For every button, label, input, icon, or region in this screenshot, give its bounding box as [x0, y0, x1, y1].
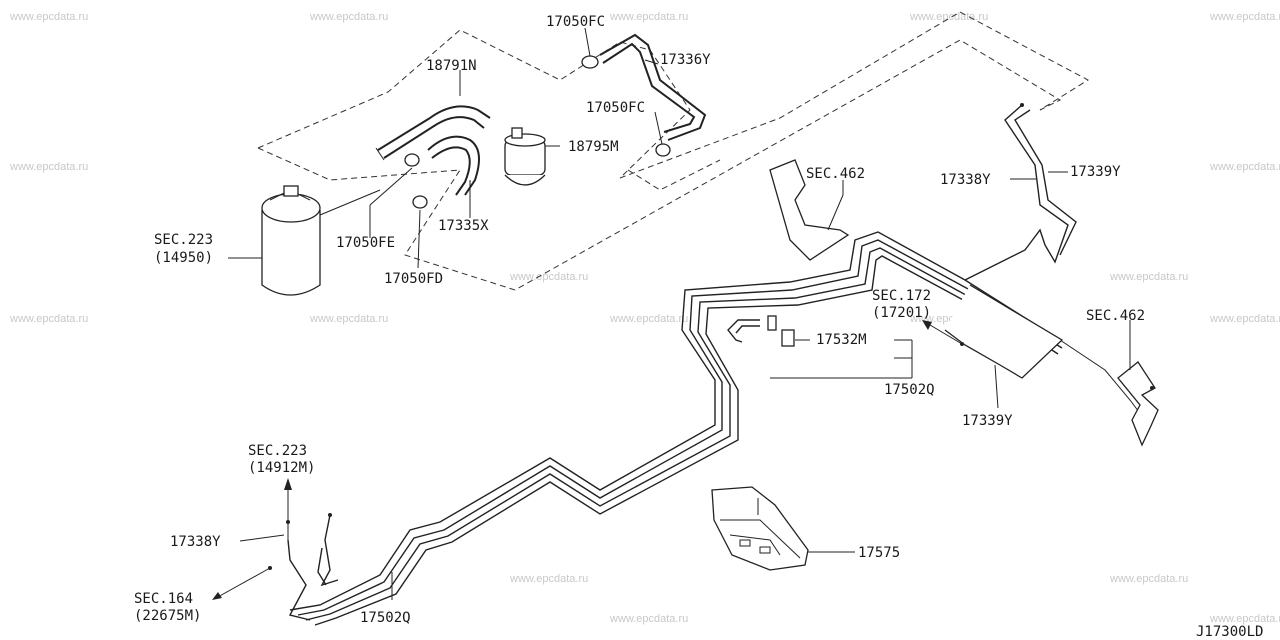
- valve-18795m: [504, 127, 546, 186]
- label-17336y: 17336Y: [660, 52, 711, 68]
- dashed-outline-evap-group: [257, 11, 1089, 179]
- label-17502q-mid: 17502Q: [884, 382, 935, 398]
- pipe-main-17502q: [289, 231, 1146, 626]
- label-sec164-ref: (22675M): [134, 608, 201, 624]
- connector-17532m: [727, 315, 795, 347]
- clamp-17050fe: [404, 153, 420, 167]
- leader-lines: [228, 27, 1131, 600]
- label-17335x: 17335X: [438, 218, 489, 234]
- clamp-17050fc-top: [581, 55, 599, 69]
- label-sec223-b-ref: (14912M): [248, 460, 315, 476]
- watermark: www.epcdata.ru: [9, 161, 88, 173]
- label-17339y-right: 17339Y: [1070, 164, 1121, 180]
- label-sec462-lower: SEC.462: [1086, 308, 1145, 324]
- hose-17335x: [427, 135, 480, 196]
- protector-17575: [711, 486, 809, 571]
- pipe-left-17338y: [212, 478, 339, 621]
- diagram-code: J17300LD: [1196, 624, 1263, 640]
- label-18791n: 18791N: [426, 58, 477, 74]
- clamps: [404, 55, 671, 209]
- label-17050fc-mid: 17050FC: [586, 100, 645, 116]
- watermark: www.epcdata.ru: [509, 573, 588, 585]
- hose-17336y: [599, 33, 707, 141]
- watermark: www.epcdata.ru: [309, 11, 388, 23]
- clamp-17050fc-mid: [655, 143, 671, 157]
- watermark: www.epcdata.ru: [609, 613, 688, 625]
- label-18795m: 18795M: [568, 139, 619, 155]
- bracket-sec462-upper: [769, 159, 850, 261]
- label-17338y-left: 17338Y: [170, 534, 221, 550]
- watermark: www.epcdata.ru: [9, 11, 88, 23]
- label-17050fd: 17050FD: [384, 271, 443, 287]
- dashed-outline-lower: [257, 39, 1062, 291]
- label-sec172: SEC.172: [872, 288, 931, 304]
- watermark: www.epcdata.ru: [909, 11, 988, 23]
- label-17339y-lower: 17339Y: [962, 413, 1013, 429]
- watermark: www.epcdata.ru: [609, 313, 688, 325]
- watermark: www.epcdata.ru: [509, 271, 588, 283]
- label-sec223-a: SEC.223: [154, 232, 213, 248]
- watermark: www.epcdata.ru: [1209, 313, 1280, 325]
- canister-part: [261, 185, 381, 296]
- bracket-sec462-lower: [1117, 361, 1159, 447]
- clamp-17050fd: [412, 195, 428, 209]
- label-sec462-upper: SEC.462: [806, 166, 865, 182]
- label-sec164: SEC.164: [134, 591, 193, 607]
- watermark: www.epcdata.ru: [1209, 161, 1280, 173]
- label-sec223-a-ref: (14950): [154, 250, 213, 266]
- label-sec172-ref: (17201): [872, 305, 931, 321]
- label-17338y-right: 17338Y: [940, 172, 991, 188]
- part-labels: 17050FC 17336Y 17050FC 18791N 18795M 173…: [134, 14, 1263, 640]
- label-17050fc-top: 17050FC: [546, 14, 605, 30]
- dashed-outlines: [257, 11, 1089, 291]
- watermark: www.epcdata.ru: [1109, 271, 1188, 283]
- watermark: www.epcdata.ru: [309, 313, 388, 325]
- watermark: www.epcdata.ru: [1109, 573, 1188, 585]
- pipe-right-17338y-17339y: [964, 103, 1077, 281]
- watermark: www.epcdata.ru: [1209, 613, 1280, 625]
- label-17502q-bottom: 17502Q: [360, 610, 411, 626]
- label-sec223-b: SEC.223: [248, 443, 307, 459]
- watermark: www.epcdata.ru: [609, 11, 688, 23]
- label-17575: 17575: [858, 545, 900, 561]
- watermark: www.epcdata.ru: [9, 313, 88, 325]
- bracket-17339y-lower: [922, 284, 1064, 379]
- label-17050fe: 17050FE: [336, 235, 395, 251]
- hose-18791n: [375, 105, 491, 161]
- dashed-outline-inner: [627, 159, 721, 191]
- label-17532m: 17532M: [816, 332, 867, 348]
- watermark: www.epcdata.ru: [1209, 11, 1280, 23]
